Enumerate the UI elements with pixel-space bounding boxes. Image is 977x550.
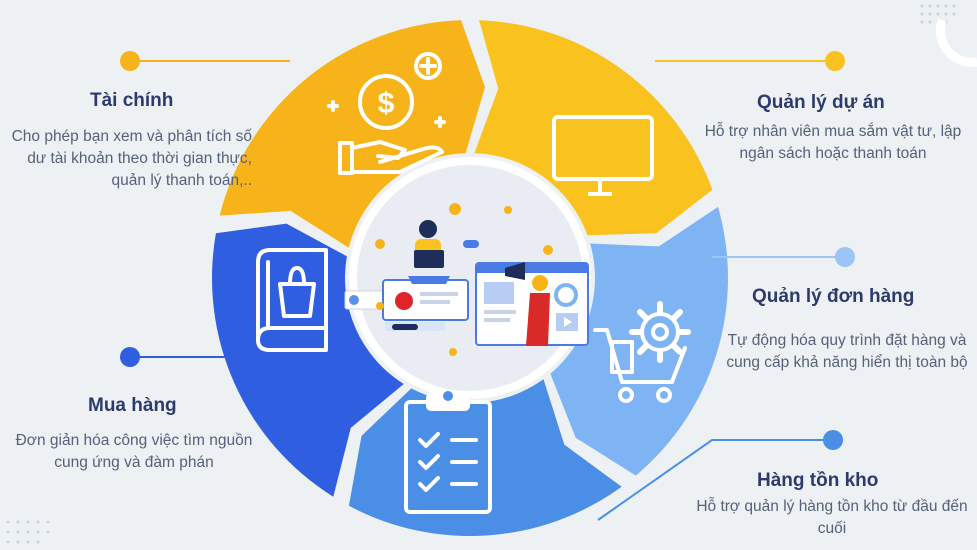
money-hand-icon: $ bbox=[327, 52, 446, 175]
svg-text:$: $ bbox=[378, 87, 395, 120]
ring-segments bbox=[211, 20, 728, 536]
inventory-description: Hỗ trợ quản lý hàng tồn kho từ đầu đến c… bbox=[696, 498, 968, 537]
cart-gear-icon bbox=[593, 301, 691, 403]
inventory-marker bbox=[823, 430, 843, 450]
order-description: Tự động hóa quy trình đặt hàng và cung c… bbox=[726, 332, 968, 371]
clipboard-checklist-icon bbox=[404, 391, 492, 514]
decorative-ring bbox=[935, 18, 977, 67]
decorative-dots-bottom-left bbox=[6, 520, 50, 544]
segment-inventory bbox=[348, 379, 622, 536]
finance-title: Tài chính bbox=[90, 90, 174, 111]
purchase-description: Đơn giản hóa công việc tìm nguồn cung ứn… bbox=[15, 432, 253, 471]
order-title: Quản lý đơn hàng bbox=[752, 286, 915, 307]
finance-marker bbox=[120, 51, 140, 71]
book-bag-icon bbox=[256, 248, 328, 352]
segment-finance bbox=[219, 20, 486, 248]
project-marker bbox=[825, 51, 845, 71]
monitor-icon bbox=[552, 115, 654, 196]
inventory-title: Hàng tồn kho bbox=[757, 470, 879, 491]
segment-order bbox=[550, 206, 728, 476]
segment-project bbox=[474, 20, 713, 236]
order-marker bbox=[835, 247, 855, 267]
purchase-marker bbox=[120, 347, 140, 367]
purchase-title: Mua hàng bbox=[88, 395, 177, 416]
people-working-illustration bbox=[344, 203, 589, 356]
project-description: Hỗ trợ nhân viên mua sắm vật tư, lập ngâ… bbox=[704, 123, 962, 162]
connectors bbox=[120, 51, 855, 521]
project-title: Quản lý dự án bbox=[757, 92, 885, 113]
finance-description: Cho phép bạn xem và phân tích số dư tài … bbox=[11, 128, 252, 189]
